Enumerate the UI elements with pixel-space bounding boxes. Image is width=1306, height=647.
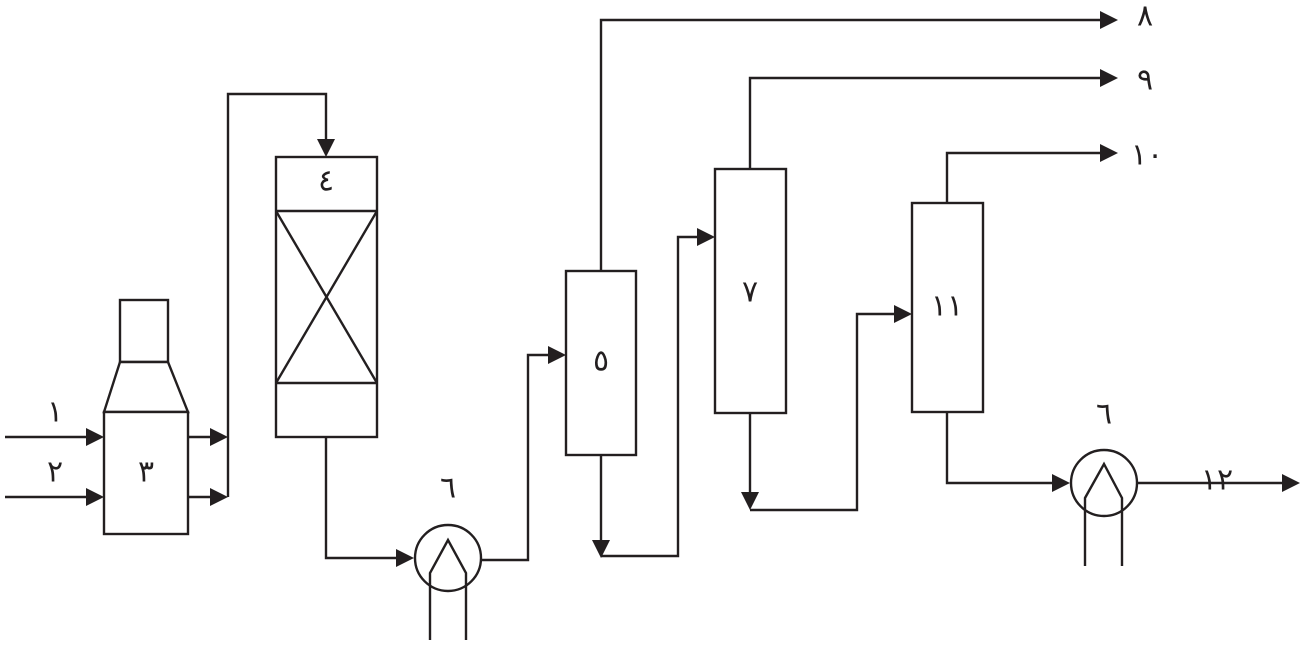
unit-7-label: ٧ (742, 275, 758, 310)
unit-3-label: ٣ (138, 455, 154, 490)
exchanger-to-unit-5-line (481, 346, 566, 562)
unit-6-first-label: ٦ (440, 471, 456, 506)
heat-exchanger-6-first (413, 523, 483, 640)
stream-1-inlet (5, 428, 104, 446)
stream-2-inlet (5, 488, 104, 506)
unit-11-column (910, 201, 985, 414)
unit-11-to-exchanger-line (945, 412, 1070, 492)
unit-5-to-unit-7-line (592, 228, 715, 558)
unit-4-label: ٤ (318, 164, 334, 199)
stream-9-label: ٩ (1137, 63, 1153, 98)
unit-6-second-label: ٦ (1096, 397, 1112, 432)
unit-4-reactor (274, 155, 379, 439)
heat-exchanger-6-second (1069, 448, 1139, 566)
unit-5-label: ٥ (593, 344, 609, 379)
stream-10-label: ١٠ (1131, 138, 1163, 173)
unit-7-to-unit-11-line (741, 305, 912, 512)
unit-11-label: ١١ (931, 289, 963, 324)
stream-2-label: ٢ (47, 455, 63, 490)
unit-3-outlets (188, 92, 335, 506)
unit-3-furnace (102, 298, 190, 536)
stream-8-outlet (599, 11, 1118, 271)
stream-1-label: ١ (47, 395, 63, 430)
stream-10-outlet (945, 144, 1118, 203)
unit-7-column (713, 167, 788, 415)
stream-8-label: ٨ (1137, 0, 1153, 34)
reactor-to-exchanger-line (324, 437, 414, 567)
stream-12-outlet (1137, 474, 1300, 492)
stream-9-outlet (748, 69, 1118, 169)
stream-12-label: ١٢ (1201, 463, 1233, 498)
